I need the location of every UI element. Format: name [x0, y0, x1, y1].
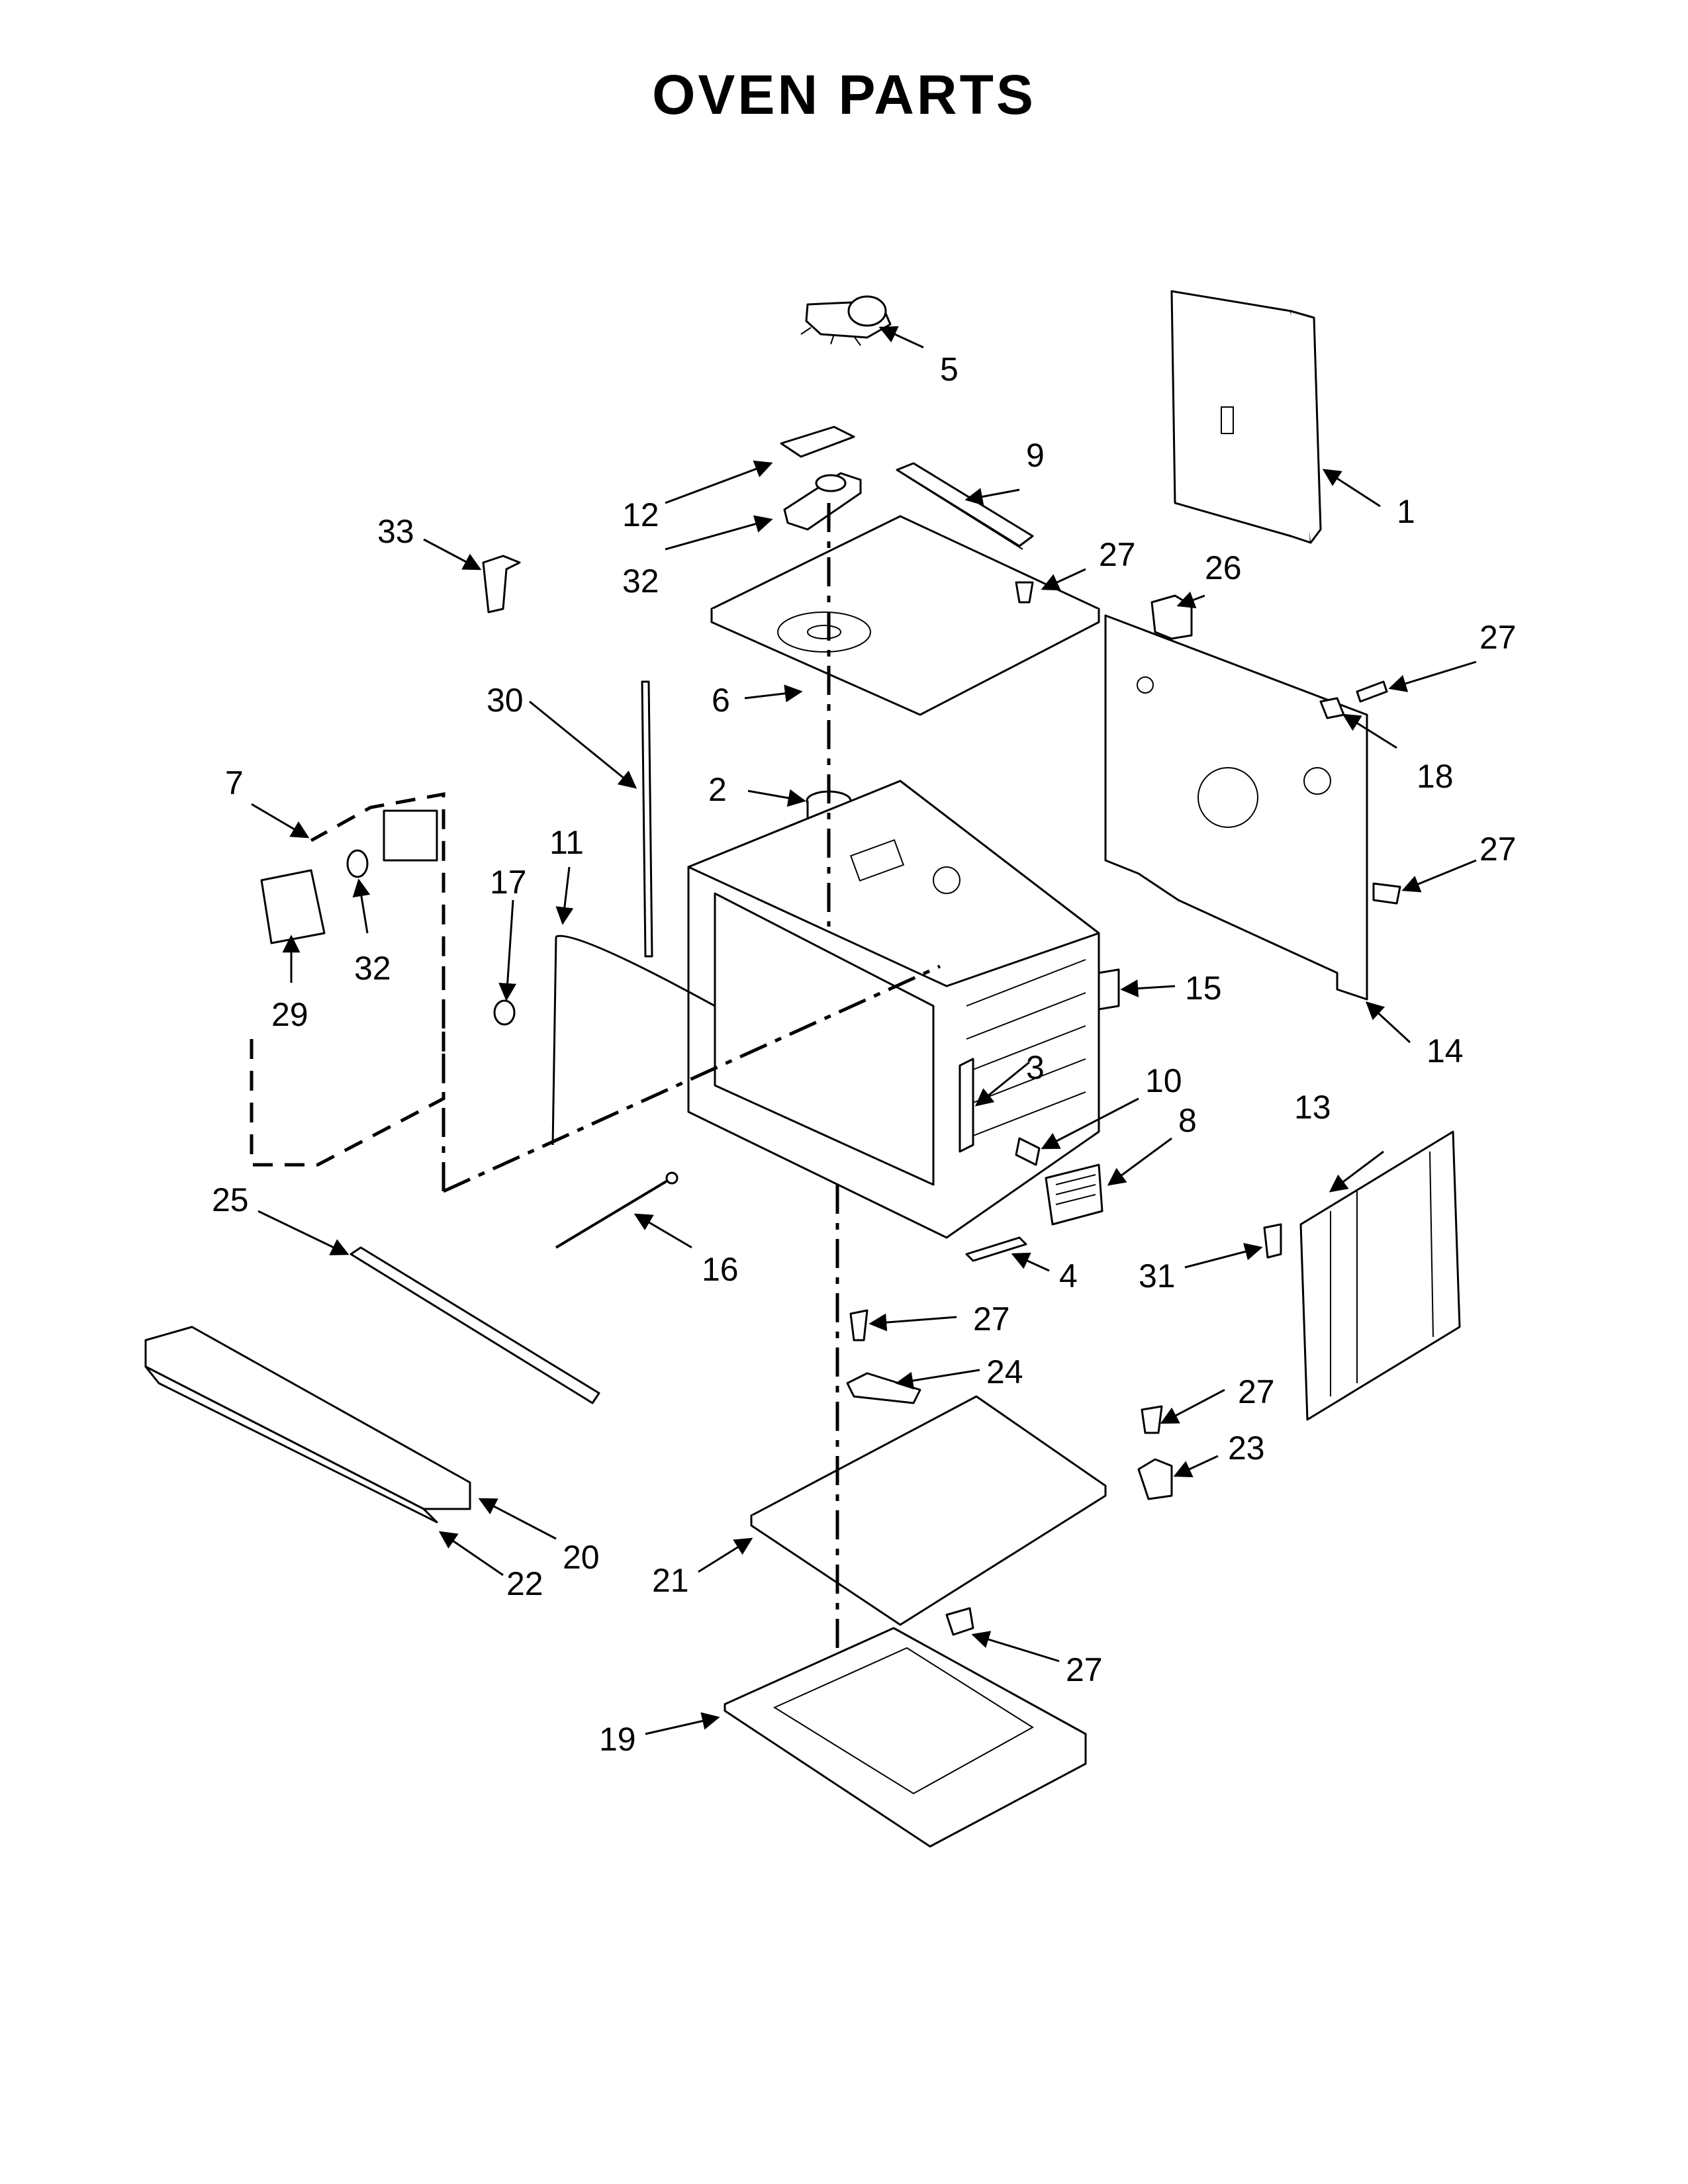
part-11-gasket: [551, 934, 716, 1146]
callout-18: 18: [1417, 758, 1454, 795]
part-14-side-panel: [1104, 614, 1368, 1001]
part-24-bracket: [846, 1372, 921, 1404]
part-8-vent: [1045, 1163, 1103, 1226]
callout-28: 29: [271, 996, 308, 1033]
callout-33: 33: [377, 513, 414, 550]
part-22-trim: [144, 1365, 438, 1524]
callout-13: 13: [1294, 1089, 1331, 1126]
part-27-screw-bottom: [945, 1607, 974, 1636]
callout-5: 5: [940, 351, 959, 388]
callout-10: 10: [1145, 1062, 1182, 1099]
callout-9: 9: [1026, 437, 1045, 474]
callout-8: 8: [1178, 1102, 1197, 1139]
part-27-screw-side-b: [1372, 882, 1401, 905]
part-23-bracket: [1137, 1458, 1173, 1500]
part-16-probe: [555, 1171, 679, 1249]
part-27-screw-side-a: [1356, 680, 1388, 703]
callout-21: 21: [652, 1562, 689, 1599]
oven-cavity: [687, 780, 1100, 1239]
part-7-kit: [250, 792, 445, 1167]
part-30-clip: [1263, 1223, 1282, 1259]
part-4-bracket: [965, 1236, 1027, 1262]
callout-25: 25: [212, 1181, 249, 1218]
part-27-screw-mid: [849, 1309, 868, 1342]
assembly-lines: [442, 503, 941, 1655]
callout-27a: 27: [1099, 536, 1136, 573]
callout-7: 7: [225, 764, 244, 801]
part-1-rear-panel: [1170, 290, 1322, 544]
part-13-side-panel: [1299, 1130, 1461, 1421]
callout-16: 16: [702, 1251, 739, 1288]
callout-17: 17: [490, 864, 527, 901]
callout-12: 12: [622, 496, 659, 533]
part-19-bottom-tray: [724, 1627, 1087, 1848]
part-32-bracket: [783, 472, 862, 531]
callout-27d: 27: [973, 1300, 1010, 1338]
callout-20: 20: [563, 1539, 600, 1576]
callout-23: 23: [1228, 1430, 1265, 1467]
part-27-screw-right: [1141, 1405, 1163, 1434]
part-29-rod: [641, 680, 653, 958]
part-17-knob: [493, 999, 516, 1026]
part-15-switch: [1098, 968, 1120, 1011]
callout-11: 11: [549, 824, 584, 861]
leader-lines: [251, 326, 1477, 1735]
part-25-rail: [350, 1246, 600, 1404]
part-27-screw-top: [1015, 581, 1034, 604]
part-33-bracket: [482, 555, 521, 614]
callout-32: 32: [622, 563, 659, 600]
callout-15: 15: [1185, 970, 1222, 1007]
callout-1: 1: [1397, 493, 1415, 530]
part-5-switch: [800, 295, 892, 346]
callout-27c: 27: [1479, 831, 1517, 868]
callout-6: 6: [712, 682, 730, 719]
part-20-rail: [144, 1326, 471, 1510]
part-21-bottom-plate: [750, 1395, 1107, 1626]
callout-3: 3: [1026, 1049, 1045, 1086]
callout-labels: 5 1 12 32 9 27 26 27 18 27 14 33 6 2 30 …: [212, 351, 1517, 1758]
callout-4: 4: [1059, 1257, 1078, 1295]
callout-24: 24: [986, 1353, 1023, 1390]
callout-26: 26: [1205, 549, 1242, 586]
part-6-top-plate: [710, 515, 1100, 716]
callout-19: 19: [599, 1721, 636, 1758]
part-12-bracket: [780, 426, 855, 458]
page-title: OVEN PARTS: [652, 64, 1036, 126]
part-3-bracket: [959, 1058, 974, 1153]
callout-29: 30: [487, 682, 524, 719]
callout-31: 32: [354, 950, 391, 987]
callout-30: 31: [1139, 1257, 1176, 1295]
part-10-screw: [1015, 1137, 1041, 1166]
callout-27e: 27: [1238, 1373, 1275, 1410]
callout-2: 2: [708, 771, 727, 808]
callout-27b: 27: [1479, 619, 1517, 656]
callout-14: 14: [1427, 1032, 1464, 1069]
callout-22: 22: [506, 1565, 543, 1602]
callout-27f: 27: [1066, 1651, 1103, 1688]
